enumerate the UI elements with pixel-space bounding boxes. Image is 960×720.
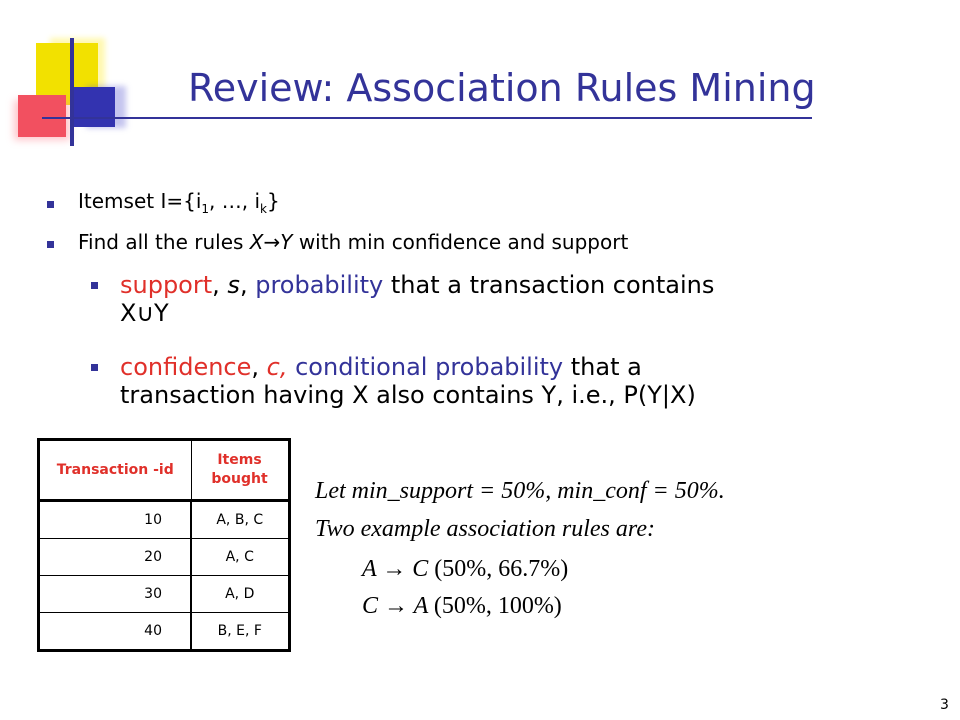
- table-row: 10 A, B, C: [38, 500, 290, 539]
- cell-items: A, C: [190, 538, 290, 576]
- cell-transaction-id: 10: [38, 500, 192, 539]
- bullet-marker: [91, 364, 98, 371]
- bullet-find-rules: Find all the rules X→Y with min confiden…: [78, 230, 628, 254]
- arrow-icon: →: [384, 593, 409, 619]
- find-prefix: Find all the rules: [78, 230, 250, 254]
- cell-transaction-id: 20: [38, 538, 192, 576]
- support-term: support: [120, 271, 213, 299]
- slide-title: Review: Association Rules Mining: [188, 66, 816, 110]
- cell-items: A, D: [190, 575, 290, 613]
- cell-items: A, B, C: [190, 500, 290, 539]
- bullet-itemset: Itemset I={i1, …, ik}: [78, 189, 280, 216]
- cell-items: B, E, F: [190, 612, 290, 651]
- itemset-mid: , …, i: [209, 189, 261, 213]
- example-rule-2: C → A (50%, 100%): [362, 593, 562, 620]
- arrow-icon: →: [382, 556, 407, 582]
- confidence-line-2: transaction having X also contains Y, i.…: [120, 381, 696, 409]
- table-row: 30 A, D: [38, 575, 290, 613]
- itemset-sub-1: 1: [201, 202, 210, 216]
- title-underline: [42, 117, 812, 119]
- bullet-marker: [47, 201, 54, 208]
- decor-vertical-line: [70, 38, 74, 146]
- support-union: X∪Y: [120, 299, 169, 327]
- cell-transaction-id: 30: [38, 575, 192, 613]
- confidence-symbol: c,: [266, 353, 288, 381]
- decor-red-square: [18, 95, 66, 137]
- rule2-values: (50%, 100%): [433, 593, 562, 619]
- bullet-marker: [91, 282, 98, 289]
- confidence-rest: that a: [563, 353, 642, 381]
- header-transaction-id: Transaction -id: [38, 439, 192, 502]
- rule-x-to-y: X→Y: [249, 230, 293, 254]
- separator: ,: [251, 353, 267, 381]
- table-row: 20 A, C: [38, 538, 290, 576]
- cell-transaction-id: 40: [38, 612, 192, 651]
- support-rest: that a transaction contains: [383, 271, 715, 299]
- conditional-probability: conditional probability: [287, 353, 564, 381]
- rule2-lhs: C: [362, 593, 379, 619]
- bullet-confidence: confidence, c, conditional probability t…: [120, 353, 840, 409]
- support-symbol: s: [227, 271, 240, 299]
- table-row: 40 B, E, F: [38, 612, 290, 651]
- find-suffix: with min confidence and support: [292, 230, 629, 254]
- rule2-rhs: A: [413, 593, 428, 619]
- transaction-table: Transaction -id Items bought 10 A, B, C …: [37, 438, 291, 652]
- example-rule-1: A → C (50%, 66.7%): [362, 556, 568, 583]
- page-number: 3: [940, 697, 949, 713]
- confidence-term: confidence: [120, 353, 252, 381]
- separator: ,: [212, 271, 228, 299]
- example-line-1: Let min_support = 50%, min_conf = 50%.: [315, 478, 725, 504]
- itemset-sub-k: k: [260, 202, 267, 216]
- bullet-support: support, s, probability that a transacti…: [120, 271, 840, 327]
- table-header-row: Transaction -id Items bought: [38, 439, 290, 502]
- itemset-suffix: }: [266, 189, 280, 213]
- header-items-bought: Items bought: [190, 439, 290, 502]
- support-probability: probability: [255, 271, 384, 299]
- rule1-values: (50%, 66.7%): [434, 556, 569, 582]
- bullet-marker: [47, 241, 54, 248]
- decor-blue-square: [70, 87, 115, 127]
- separator: ,: [239, 271, 256, 299]
- itemset-prefix: Itemset I={i: [78, 189, 202, 213]
- rule1-rhs: C: [412, 556, 429, 582]
- example-line-2: Two example association rules are:: [315, 516, 655, 542]
- rule1-lhs: A: [362, 556, 377, 582]
